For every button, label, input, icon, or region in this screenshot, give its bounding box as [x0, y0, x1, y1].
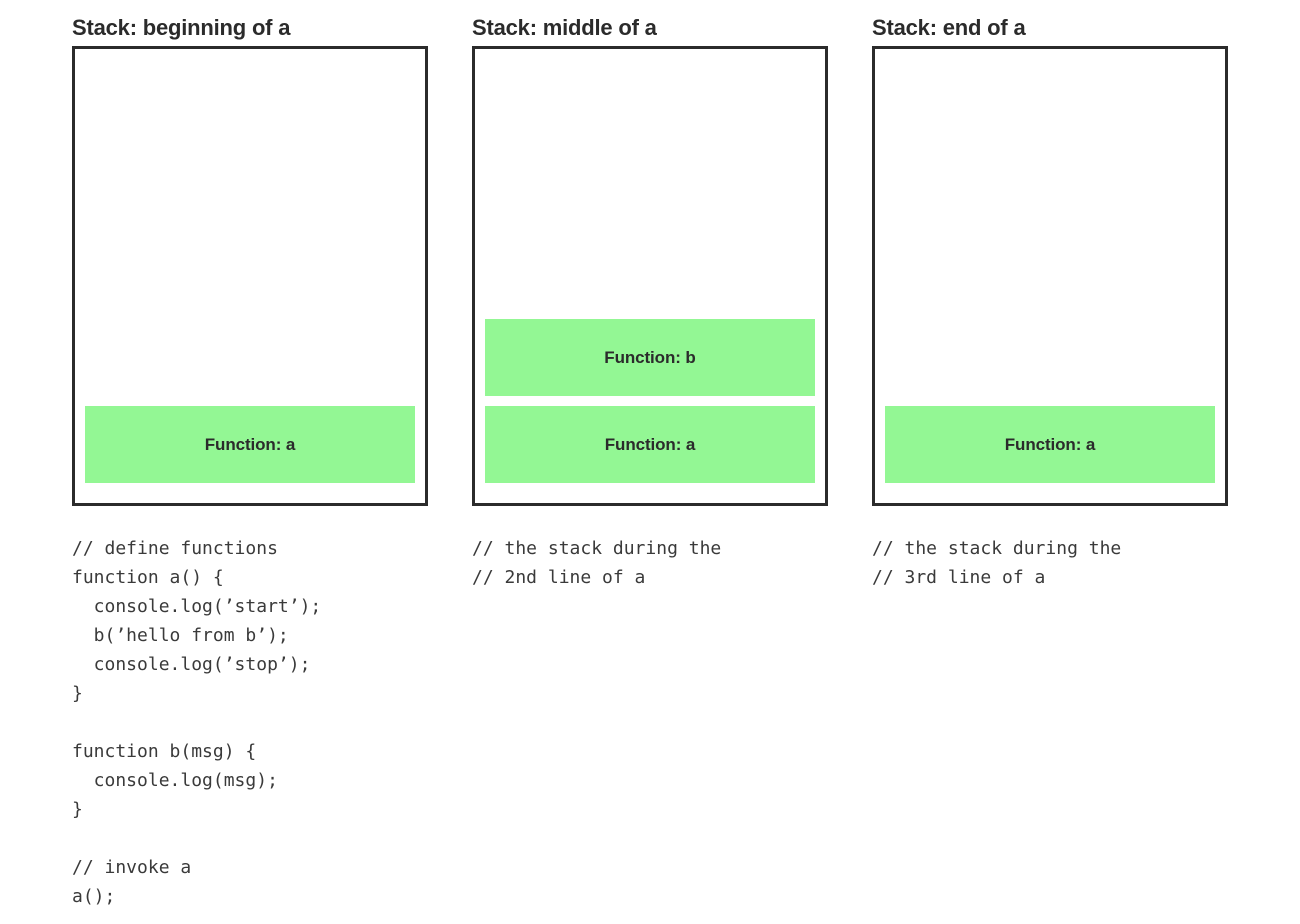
call-frame-a: Function: a	[85, 406, 415, 483]
code-comment-second-line: // the stack during the // 2nd line of a	[472, 538, 722, 588]
stack-frame-container-end: Function: a	[872, 46, 1228, 506]
stack-column-end: Stack: end of a Function: a // the stack…	[872, 0, 1272, 924]
code-snippet-definitions: // define functions function a() { conso…	[72, 538, 322, 907]
call-frame-label: Function: a	[1004, 434, 1096, 454]
call-frame-label: Function: a	[604, 434, 696, 454]
stack-title-beginning: Stack: beginning of a	[72, 15, 291, 40]
stack-title-end: Stack: end of a	[872, 15, 1026, 40]
call-frame-label: Function: b	[604, 347, 696, 367]
call-frame-b: Function: b	[485, 319, 815, 396]
call-frame-label: Function: a	[204, 434, 296, 454]
stack-frame-container-middle: Function: b Function: a	[472, 46, 828, 506]
code-comment-third-line: // the stack during the // 3rd line of a	[872, 538, 1122, 588]
call-frame-a: Function: a	[885, 406, 1215, 483]
stack-column-middle: Stack: middle of a Function: b Function:…	[472, 0, 872, 924]
stack-frame-container-beginning: Function: a	[72, 46, 428, 506]
stack-title-middle: Stack: middle of a	[472, 15, 657, 40]
stack-column-beginning: Stack: beginning of a Function: a // def…	[72, 0, 472, 924]
call-frame-a: Function: a	[485, 406, 815, 483]
